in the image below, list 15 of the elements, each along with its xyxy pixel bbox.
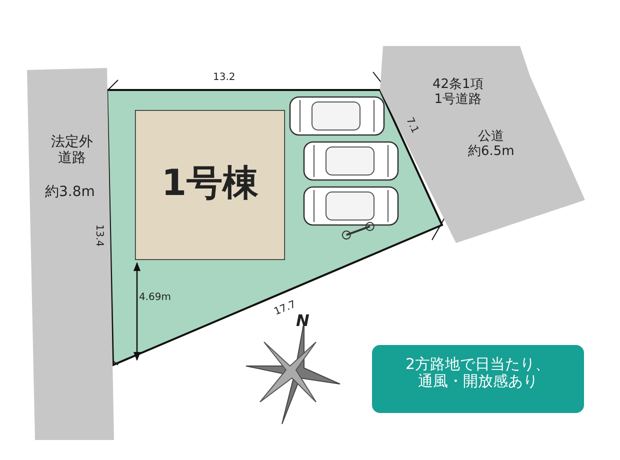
feature-text: 2方路地で日当たり、通風・開放感あり bbox=[406, 356, 550, 390]
dimension-label: 13.2 bbox=[213, 72, 236, 83]
building-label: 1号棟 bbox=[162, 163, 259, 204]
dimension-label: 13.4 bbox=[94, 224, 105, 247]
dimension-label: 17.7 bbox=[272, 299, 298, 318]
road-band bbox=[378, 46, 588, 246]
dimension-label: 7.1 bbox=[404, 116, 420, 136]
dimension-label: 4.69m bbox=[139, 292, 172, 303]
building-block bbox=[135, 110, 285, 260]
road-label: 約3.8m bbox=[45, 184, 95, 200]
feature-panel bbox=[372, 345, 584, 413]
road-label: 42条1項1号道路 bbox=[432, 78, 484, 108]
road-label: 公道約6.5m bbox=[468, 130, 514, 160]
north-label: N bbox=[296, 311, 310, 330]
road-label: 法定外道路 bbox=[51, 134, 93, 166]
